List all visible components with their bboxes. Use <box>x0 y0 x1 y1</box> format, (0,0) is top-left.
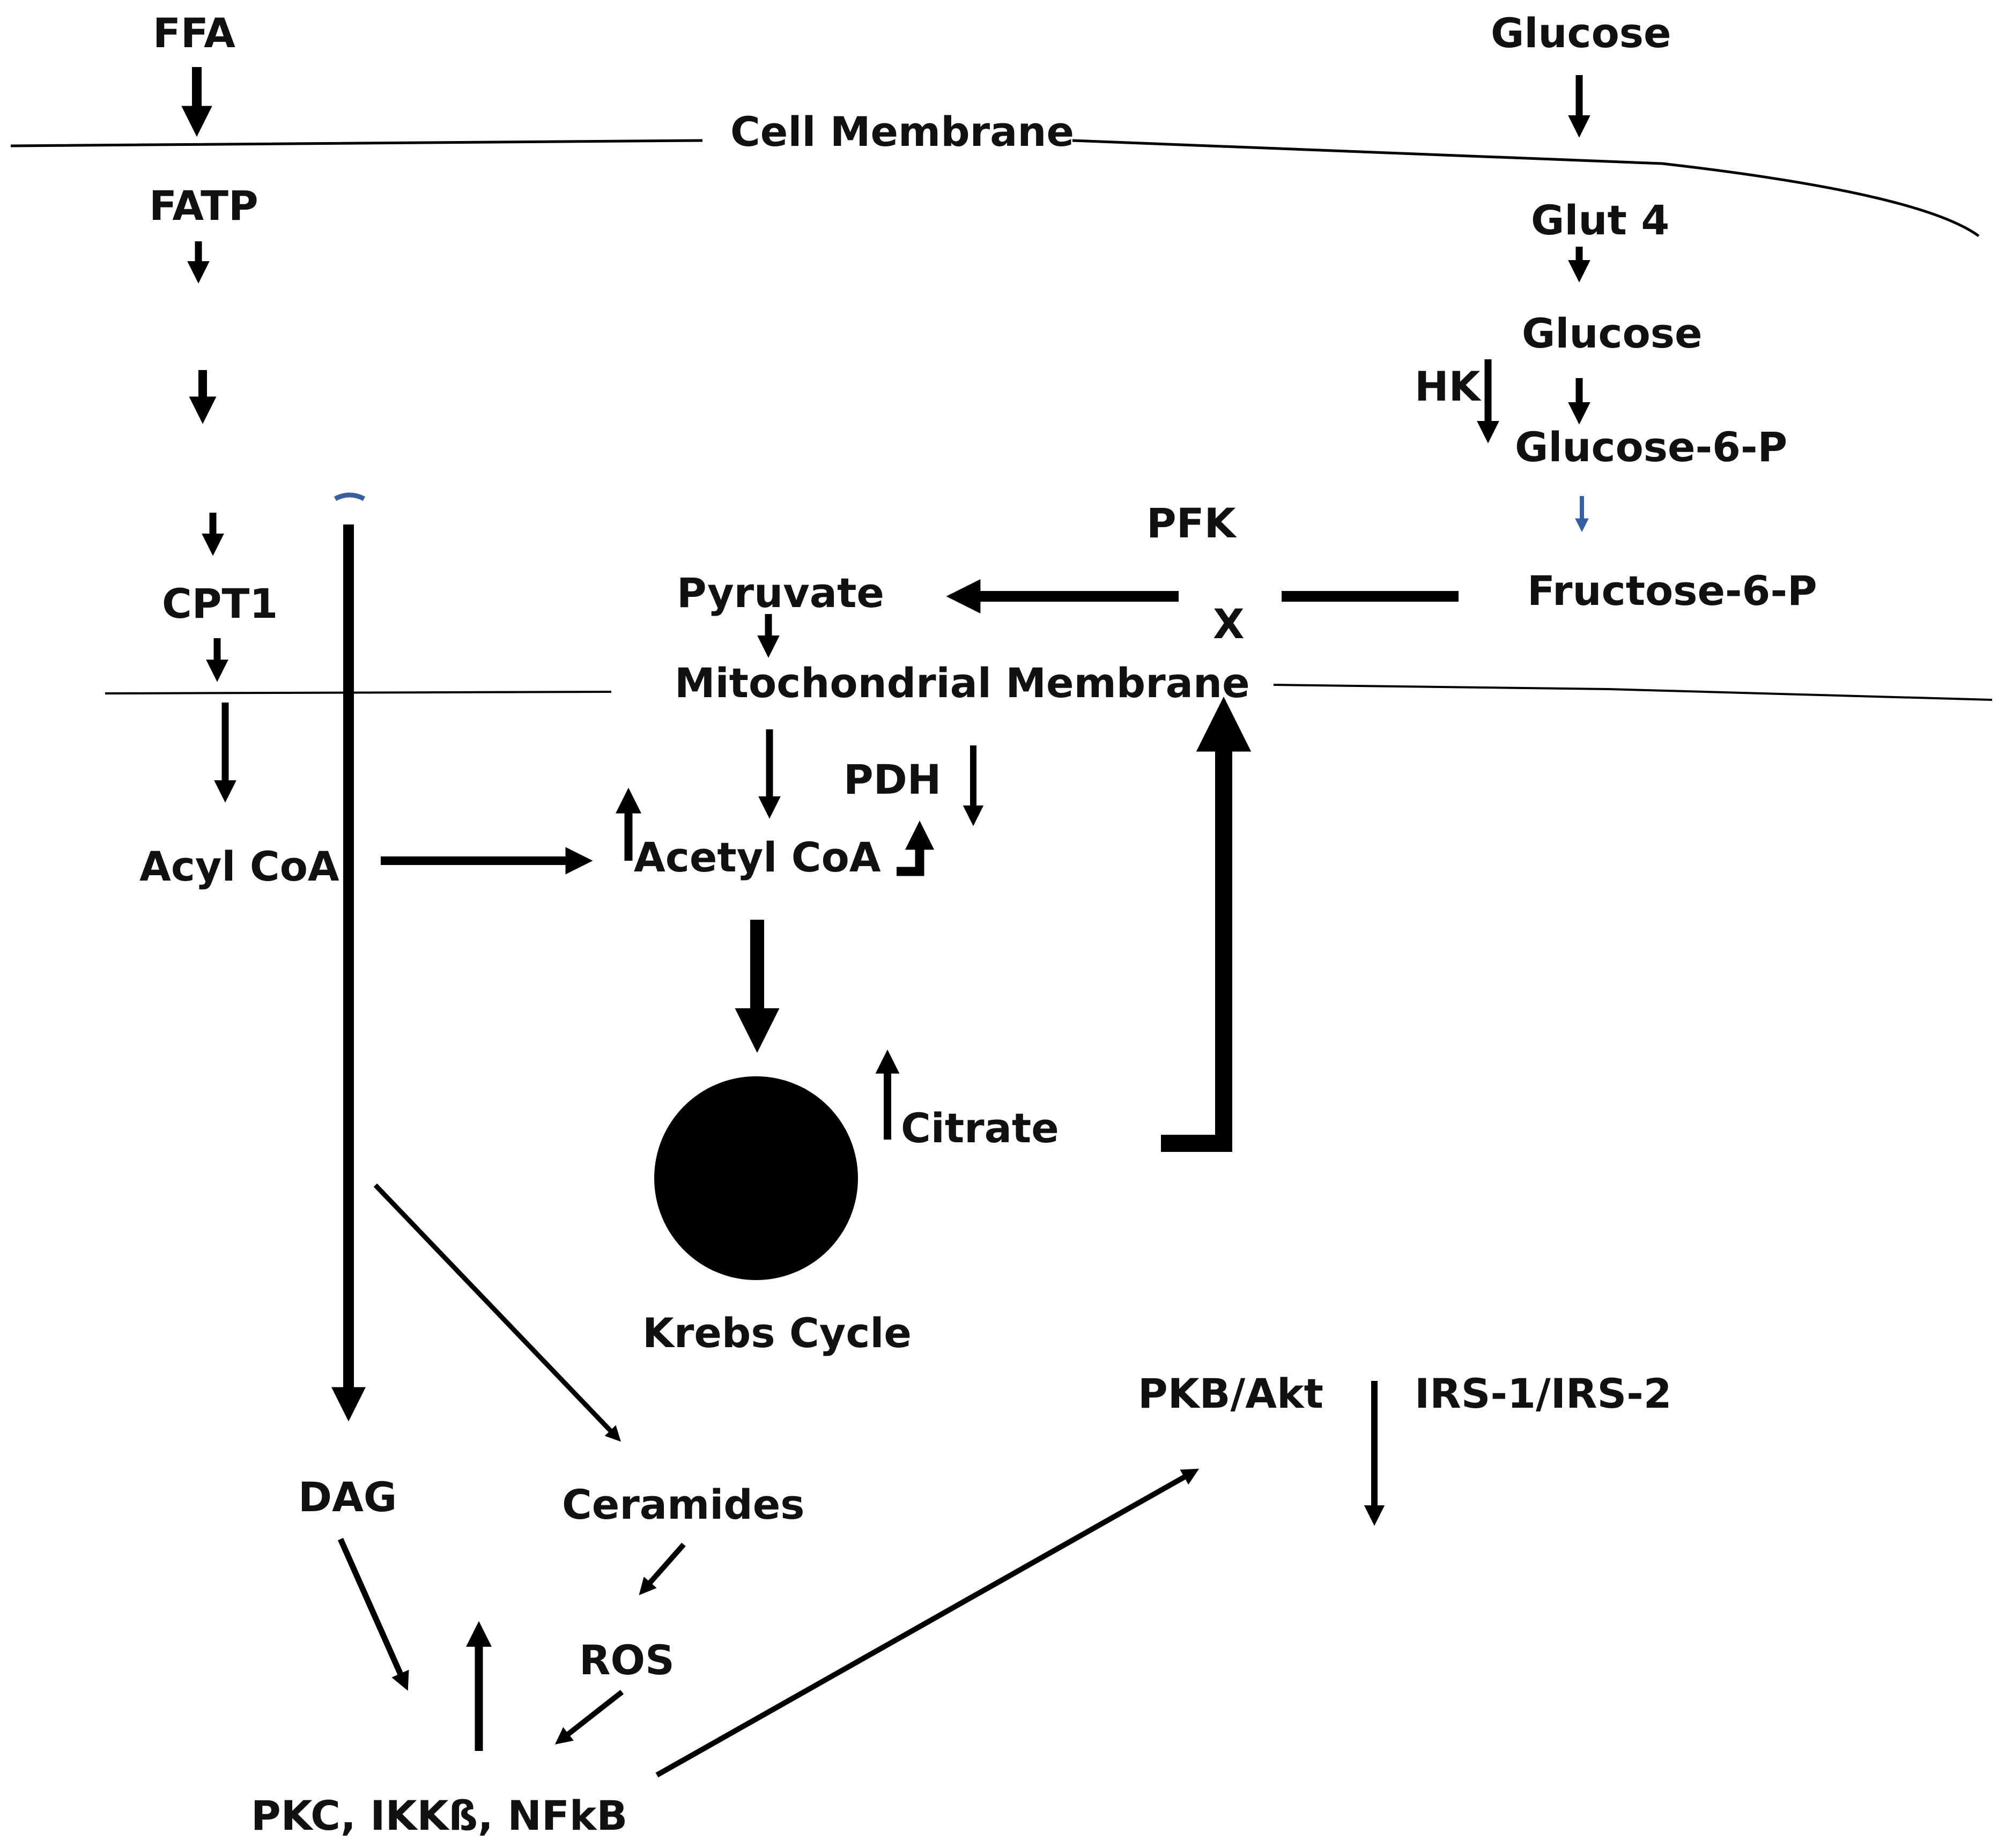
pkb-akt-label: PKB/Akt <box>1138 1370 1323 1417</box>
glut4-label: Glut 4 <box>1531 196 1669 244</box>
ffa-label: FFA <box>153 9 235 57</box>
krebs-cycle-circle <box>654 1076 858 1280</box>
acetyl-coa-label: Acetyl CoA <box>634 833 881 881</box>
pyruvate-label: Pyruvate <box>677 569 884 617</box>
glucose-intracellular-label: Glucose <box>1522 309 1703 357</box>
irs-label: IRS-1/IRS-2 <box>1415 1370 1672 1417</box>
mitochondrial-membrane-line <box>105 684 1993 701</box>
pdh-label: PDH <box>843 756 941 803</box>
citrate-label: Citrate <box>901 1104 1059 1152</box>
dag-label: DAG <box>298 1473 397 1521</box>
mitochondrial-membrane-label: Mitochondrial Membrane <box>675 659 1250 707</box>
pfk-block-x-label: X <box>1213 600 1245 648</box>
fructose-6-p-label: Fructose-6-P <box>1527 567 1817 615</box>
ros-to-pkc-arrow <box>554 1690 624 1744</box>
cell-membrane-label: Cell Membrane <box>730 108 1074 156</box>
krebs-cycle-label: Krebs Cycle <box>642 1309 912 1357</box>
ros-label: ROS <box>579 1636 675 1684</box>
ceramides-to-ros-arrow <box>639 1542 686 1595</box>
acyl-coa-label: Acyl CoA <box>139 842 339 890</box>
hk-label: HK <box>1415 363 1482 410</box>
to-ceramides-arrow <box>373 1183 621 1442</box>
inhibition-cap <box>334 492 366 501</box>
glucose-6-p-label: Glucose-6-P <box>1515 423 1787 471</box>
cpt1-label: CPT1 <box>162 580 278 627</box>
pkc-ikk-nfkb-label: PKC, IKKß, NFkB <box>251 1792 627 1839</box>
cell-membrane-line <box>10 139 1980 238</box>
pfk-label: PFK <box>1146 499 1238 547</box>
citrate-to-pfk-feedback-arrow <box>1161 697 1252 1152</box>
pkc-to-pkb-arrow <box>655 1468 1200 1778</box>
acetyl-coa-right-bracket-arrow <box>897 820 935 876</box>
glucose-extracellular-label: Glucose <box>1491 9 1671 57</box>
fatp-label: FATP <box>149 182 258 230</box>
ceramides-label: Ceramides <box>562 1481 805 1528</box>
dag-to-pkc-arrow <box>337 1537 409 1691</box>
